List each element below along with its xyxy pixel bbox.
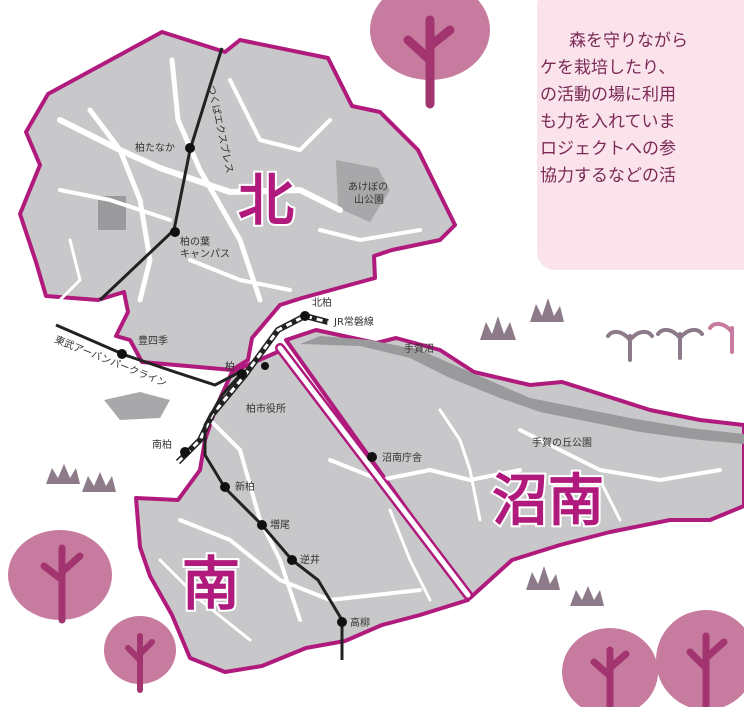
- label-place-cityhall: 柏市役所: [246, 402, 286, 415]
- callout-line: 協力するなどの活: [540, 166, 676, 186]
- grass-tuft-3: [46, 464, 80, 484]
- station-dot-masuo: [257, 520, 267, 530]
- sprout-3: [708, 321, 734, 354]
- tree-bottom-left: [104, 616, 176, 693]
- label-akebono-line2: 山公園: [354, 194, 384, 206]
- label-station-kashiwa: 柏: [225, 360, 235, 373]
- tree-far-right-trunk: [686, 632, 728, 707]
- callout-line: の活動の場に利用: [540, 85, 676, 105]
- tobu-line: [55, 323, 241, 387]
- region-label-north: 北: [238, 169, 294, 234]
- station-dot-shinkashiwa: [220, 482, 230, 492]
- sprouts: [606, 321, 734, 362]
- label-kashiwanoha-line2: キャンパス: [180, 248, 230, 260]
- region-label-shonan: 沼南: [492, 469, 604, 534]
- place-dot-cityhall: [261, 362, 269, 370]
- grass-tuft-6: [570, 586, 604, 606]
- station-dots: [117, 143, 377, 627]
- label-station-kitakashiwa: 北柏: [312, 296, 332, 309]
- boundary-road-inner: [277, 345, 471, 598]
- district-shonan: [284, 328, 744, 600]
- label-station-sakasai: 逆井: [300, 553, 320, 566]
- label-place-teganuma: 手賀沼: [404, 342, 434, 355]
- pond-west: [104, 392, 170, 420]
- station-dot-kashiwa: [237, 369, 247, 379]
- label-station-toyoshiki: 豊四季: [138, 334, 168, 347]
- station-dot-minamikashiwa: [180, 447, 190, 457]
- tree-bottom-far-right: [656, 610, 744, 707]
- sprout-1: [606, 329, 654, 362]
- label-station-shinkashiwa: 新柏: [235, 480, 255, 493]
- tobu-line-south: [203, 373, 344, 660]
- callout-line: ケを栽培したり、: [540, 58, 676, 78]
- label-kashiwanoha-line1: 柏の葉: [180, 235, 210, 248]
- label-station-minamikashiwa: 南柏: [152, 438, 172, 451]
- akebono-park-area: [336, 160, 390, 222]
- place-dot-shonanoffice: [367, 452, 377, 462]
- station-dot-toyoshiki: [117, 349, 127, 359]
- tree-top-trunk: [403, 15, 455, 109]
- station-dot-sakasai: [287, 555, 297, 565]
- label-place-akebono: あけぼの 山公園: [348, 181, 391, 206]
- label-akebono-line1: あけぼの: [348, 181, 388, 193]
- grass-tuft-2: [530, 298, 564, 322]
- station-dot-kitakashiwa: [300, 311, 310, 321]
- label-station-kashiwatanaka: 柏たなか: [135, 141, 175, 154]
- station-dot-kashiwanoha: [170, 227, 180, 237]
- tree-left: [8, 530, 112, 624]
- station-dot-kashiwatanaka: [185, 143, 195, 153]
- description-callout: 森を守りながら ケを栽培したり、 の活動の場に利用 も力を入れていま ロジェクト…: [537, 0, 744, 270]
- tree-left-trunk: [40, 544, 84, 624]
- label-jr-line: JR常磐線: [333, 315, 374, 328]
- region-label-south: 南: [182, 550, 240, 618]
- district-north: [18, 30, 457, 372]
- road-network: [57, 57, 722, 642]
- tree-bottom-right-trunk: [590, 646, 630, 707]
- label-place-shonanoffice: 沼南庁舎: [382, 451, 422, 464]
- tree-bottom-right: [562, 628, 658, 707]
- callout-line: 森を守りながら: [569, 31, 688, 51]
- grass-tuft-4: [82, 472, 116, 492]
- label-station-takayanagi: 高柳: [350, 616, 370, 629]
- label-station-kashiwanoha: 柏の葉 キャンパス: [180, 235, 230, 260]
- station-dot-takayanagi: [337, 617, 347, 627]
- sprout-2: [656, 327, 704, 360]
- grass-tuft-5: [526, 566, 560, 590]
- label-station-masuo: 増尾: [270, 518, 290, 531]
- grass-tuft-1: [480, 316, 516, 340]
- teganuma-lake: [300, 336, 744, 444]
- grass-tufts: [46, 298, 604, 606]
- label-place-teganooka: 手賀の丘公園: [532, 436, 592, 449]
- tree-bottom-left-trunk: [125, 633, 155, 693]
- callout-line: も力を入れていま: [540, 112, 676, 132]
- tree-top: [370, 0, 490, 109]
- callout-line: ロジェクトへの参: [540, 139, 676, 159]
